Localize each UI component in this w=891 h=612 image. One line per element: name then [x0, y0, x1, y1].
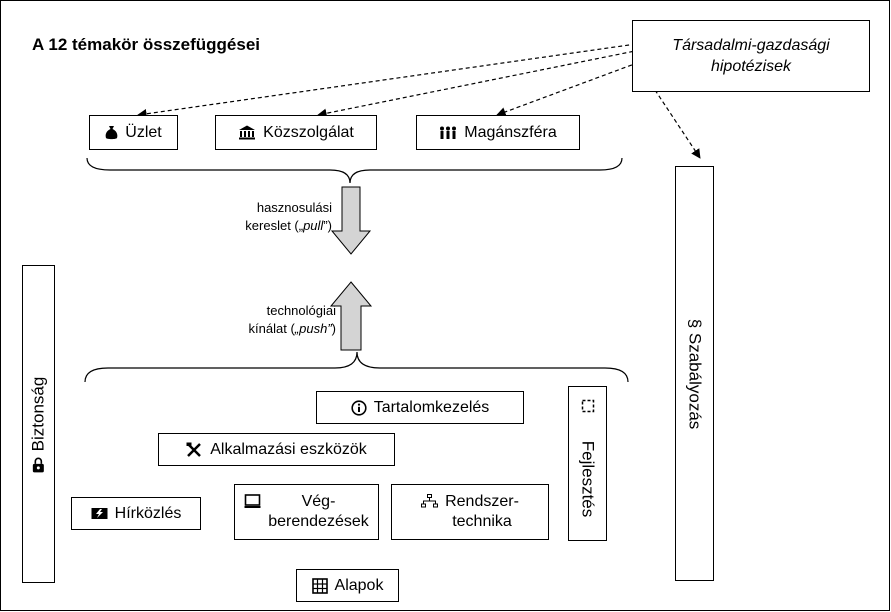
pull-arrow: [330, 186, 372, 255]
alkalmazasi-eszkozok-box: Alkalmazási eszközök: [158, 433, 395, 466]
lightning-icon: [91, 507, 108, 520]
kozszolgalat-box: Közszolgálat: [215, 115, 377, 150]
alkalmazasi-eszkozok-label: Alkalmazási eszközök: [210, 440, 367, 458]
tools-icon: [186, 442, 203, 458]
push-label-line-1: technológiai: [266, 303, 336, 318]
push-label-close: ): [331, 321, 336, 336]
lock-icon: [31, 457, 47, 473]
hirkozles-label: Hírközlés: [114, 504, 182, 522]
supply-brace: [84, 351, 629, 383]
dashed-arrow-szabalyozas: [654, 89, 701, 159]
uzlet-box: Üzlet: [89, 115, 178, 150]
monitor-icon: [244, 494, 261, 509]
tartalomkezeles-label: Tartalomkezelés: [373, 398, 490, 416]
push-label: technológiai kínálat („push”): [198, 302, 336, 338]
vegberendezesek-line-1: Vég-: [301, 493, 336, 510]
alapok-box: Alapok: [296, 569, 399, 602]
pull-label: hasznosulási kereslet („pull”): [200, 199, 332, 235]
pull-label-emphasis: pull: [303, 218, 324, 233]
info-icon: [351, 399, 367, 416]
people-icon: [439, 126, 457, 140]
push-label-emphasis: „push”: [294, 321, 332, 336]
demand-brace: [86, 157, 623, 184]
fejlesztes-box: Fejlesztés: [568, 386, 607, 541]
hypotheses-line-1: Társadalmi-gazdasági: [672, 37, 830, 54]
pull-label-line-1: hasznosulási: [256, 200, 332, 215]
tartalomkezeles-box: Tartalomkezelés: [316, 391, 524, 424]
push-arrow: [329, 281, 373, 351]
money-bag-icon: [105, 125, 118, 140]
szabalyozas-label: § Szabályozás: [685, 318, 705, 429]
szabalyozas-box: § Szabályozás: [675, 166, 714, 581]
push-label-line-2: kínálat („push”): [198, 320, 336, 338]
vegberendezesek-box: Vég- berendezések: [234, 484, 379, 540]
biztonsag-label: Biztonság: [28, 376, 48, 452]
hypotheses-line-2: hipotézisek: [710, 58, 792, 75]
pull-label-line-2: kereslet („pull”): [200, 217, 332, 235]
rendszertechnika-line-2: technika: [452, 513, 512, 530]
vegberendezesek-line-2: berendezések: [268, 513, 369, 530]
pull-label-close: ”): [323, 218, 332, 233]
dashed-frame-icon: [581, 399, 595, 418]
rendszertechnika-line-1: Rendszer-: [445, 493, 519, 510]
building-icon: [311, 577, 328, 594]
network-icon: [421, 494, 439, 508]
diagram-title: A 12 témakör összefüggései: [32, 35, 261, 54]
biztonsag-box: Biztonság: [22, 265, 55, 583]
fejlesztes-label: Fejlesztés: [578, 440, 598, 518]
alapok-label: Alapok: [334, 576, 384, 594]
institution-icon: [238, 125, 256, 140]
dashed-arrow-maganszfera: [496, 59, 646, 117]
rendszertechnika-box: Rendszer- technika: [391, 484, 549, 540]
push-label-text: kínálat (: [248, 321, 295, 336]
maganszfera-label: Magánszféra: [464, 123, 557, 141]
dashed-arrow-kozszolgalat: [317, 49, 641, 118]
kozszolgalat-label: Közszolgálat: [263, 123, 354, 141]
pull-label-text: kereslet („: [245, 218, 304, 233]
uzlet-label: Üzlet: [125, 123, 162, 141]
hypotheses-box: Társadalmi-gazdasági hipotézisek: [632, 20, 870, 92]
maganszfera-box: Magánszféra: [416, 115, 580, 150]
hirkozles-box: Hírközlés: [71, 497, 201, 530]
